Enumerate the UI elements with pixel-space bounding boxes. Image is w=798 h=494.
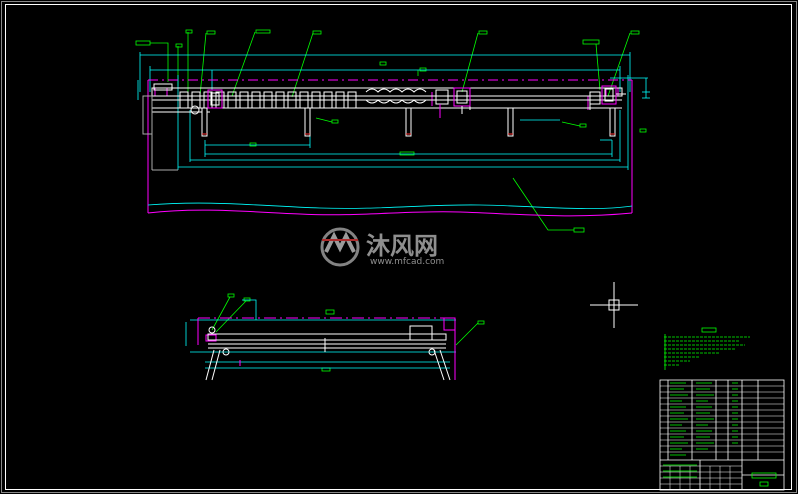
dimension-lines xyxy=(137,52,650,170)
title-block xyxy=(659,379,785,491)
support-legs xyxy=(201,107,616,137)
watermark-url: www.mfcad.com xyxy=(370,257,444,267)
watermark-chinese: 沐风网 xyxy=(366,232,438,260)
main-beam xyxy=(142,87,623,171)
center-trolley xyxy=(435,87,471,118)
mfcad-logo-icon xyxy=(320,227,360,267)
watermark: 沐风网 www.mfcad.com xyxy=(320,227,444,267)
leader-lines xyxy=(135,29,647,233)
main-elevation-view xyxy=(135,29,650,233)
cad-cursor-crosshair xyxy=(590,282,638,328)
left-drive-unit xyxy=(153,83,223,115)
break-line xyxy=(147,202,633,210)
right-drive-unit xyxy=(589,85,626,105)
technical-notes xyxy=(664,327,750,370)
secondary-view xyxy=(185,293,485,381)
